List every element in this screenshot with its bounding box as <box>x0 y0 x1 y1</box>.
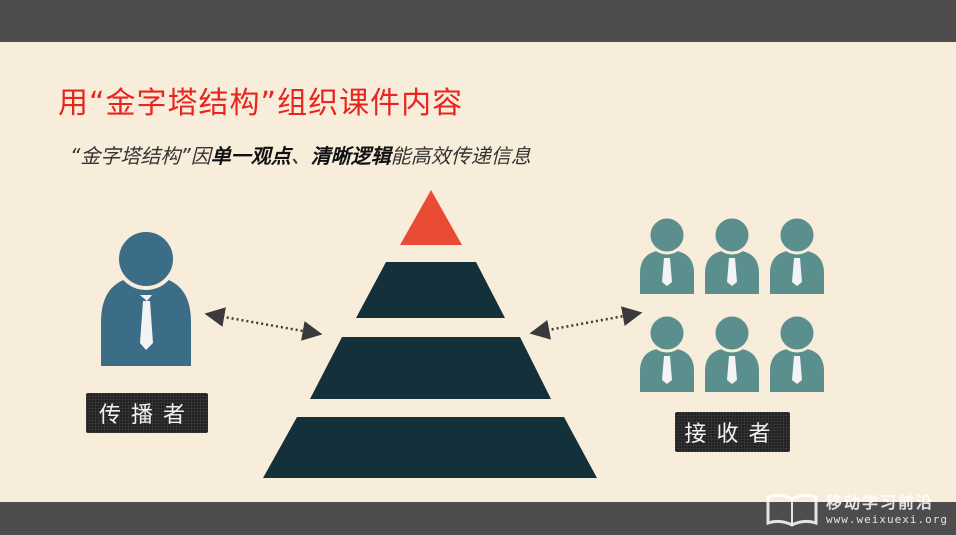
subtitle-sep: 、 <box>290 144 311 168</box>
receiver-group <box>640 215 824 392</box>
pyramid-level-3 <box>310 337 551 399</box>
pyramid-level-2 <box>356 262 505 318</box>
subtitle-bold1: 单一观点 <box>210 144 291 168</box>
receiver-person-icon <box>770 313 824 392</box>
receiver-person-icon <box>705 215 759 294</box>
watermark-name: 移动学习前沿 <box>826 493 935 512</box>
pyramid-level-4 <box>263 417 597 478</box>
top-bar <box>0 0 956 42</box>
sender-arrow <box>204 307 323 341</box>
slide-title: 用“金字塔结构”组织课件内容 <box>58 86 464 121</box>
watermark-url: www.weixuexi.org <box>826 513 948 526</box>
watermark: 移动学习前沿 www.weixuexi.org <box>764 490 948 530</box>
receiver-person-icon <box>770 215 824 294</box>
slide-subtitle: “金字塔结构”因单一观点、清晰逻辑能高效传递信息 <box>70 140 531 169</box>
sender-label: 传播者 <box>86 393 208 433</box>
book-logo-icon <box>766 493 818 527</box>
bottom-bar <box>0 502 956 535</box>
receiver-arrow <box>529 306 643 340</box>
sender-person-icon <box>101 228 191 366</box>
receiver-person-icon <box>705 313 759 392</box>
subtitle-part2: 能高效传递信息 <box>390 144 531 168</box>
receiver-label: 接收者 <box>675 412 790 452</box>
receiver-person-icon <box>640 313 694 392</box>
pyramid <box>263 190 597 478</box>
subtitle-bold2: 清晰逻辑 <box>310 144 391 168</box>
subtitle-part1: “金字塔结构”因 <box>70 144 211 168</box>
receiver-person-icon <box>640 215 694 294</box>
pyramid-top <box>400 190 462 245</box>
